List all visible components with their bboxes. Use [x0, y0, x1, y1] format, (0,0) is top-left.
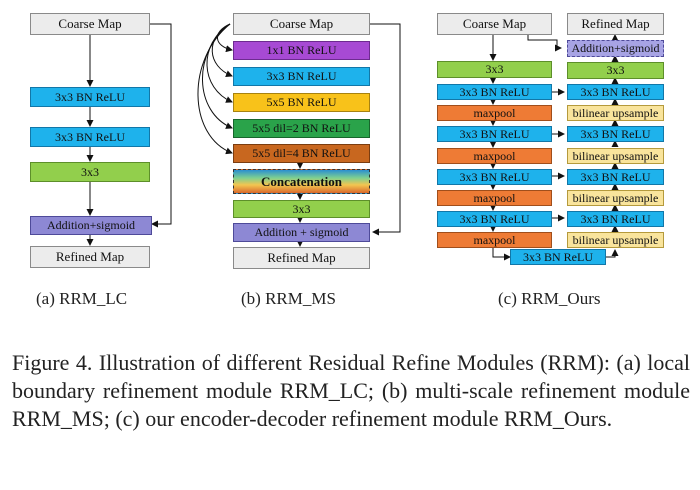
b-branch-dil4: 5x5 dil=4 BN ReLU [233, 144, 370, 163]
c-subcaption: (c) RRM_Ours [498, 289, 601, 308]
b-refined-map: Refined Map [233, 247, 370, 269]
c-dec-layer-2: 3x3 BN ReLU [567, 126, 664, 142]
a-layer-1: 3x3 BN ReLU [30, 87, 150, 107]
b-addition-sigmoid: Addition + sigmoid [233, 223, 370, 242]
c-bottom-layer: 3x3 BN ReLU [510, 249, 606, 265]
b-branch-dil2: 5x5 dil=2 BN ReLU [233, 119, 370, 138]
c-enc-layer-2: 3x3 BN ReLU [437, 126, 552, 142]
a-refined-map: Refined Map [30, 246, 150, 268]
c-enc-conv: 3x3 [437, 61, 552, 78]
b-coarse-map: Coarse Map [233, 13, 370, 35]
c-upsample-1: bilinear upsample [567, 105, 664, 121]
b-branch-1x1: 1x1 BN ReLU [233, 41, 370, 60]
c-coarse-map: Coarse Map [437, 13, 552, 35]
c-addition-sigmoid: Addition+sigmoid [567, 40, 664, 57]
c-upsample-2: bilinear upsample [567, 148, 664, 164]
arrow-b-skip [370, 23, 401, 236]
figure-caption: Figure 4. Illustration of different Resi… [12, 350, 690, 431]
b-branch-5x5: 5x5 BN ReLU [233, 93, 370, 112]
c-enc-layer-1: 3x3 BN ReLU [437, 84, 552, 100]
c-upsample-4: bilinear upsample [567, 232, 664, 248]
b-conv: 3x3 [233, 200, 370, 218]
arrow-b-5 [197, 23, 233, 155]
diagram-connectors [86, 23, 619, 261]
c-maxpool-4: maxpool [437, 232, 552, 248]
arrow-c-bottom-out [606, 249, 619, 258]
a-conv: 3x3 [30, 162, 150, 182]
a-subcaption: (a) RRM_LC [36, 289, 128, 308]
c-dec-conv: 3x3 [567, 62, 664, 79]
c-enc-layer-4: 3x3 BN ReLU [437, 211, 552, 227]
arrow-c-bottom-in [492, 247, 511, 261]
c-refined-map: Refined Map [567, 13, 664, 35]
c-dec-layer-1: 3x3 BN ReLU [567, 84, 664, 100]
a-layer-2: 3x3 BN ReLU [30, 127, 150, 147]
c-maxpool-2: maxpool [437, 148, 552, 164]
c-dec-layer-4: 3x3 BN ReLU [567, 211, 664, 227]
c-maxpool-1: maxpool [437, 105, 552, 121]
c-upsample-3: bilinear upsample [567, 190, 664, 206]
a-coarse-map: Coarse Map [30, 13, 150, 35]
b-branch-3x3: 3x3 BN ReLU [233, 67, 370, 86]
b-subcaption: (b) RRM_MS [241, 289, 336, 308]
c-dec-layer-3: 3x3 BN ReLU [567, 169, 664, 185]
c-maxpool-3: maxpool [437, 190, 552, 206]
b-concatenation: Concatenation [233, 169, 370, 194]
arrow-b-3 [206, 23, 233, 103]
arrow-a-skip [150, 23, 172, 228]
c-enc-layer-3: 3x3 BN ReLU [437, 169, 552, 185]
a-addition-sigmoid: Addition+sigmoid [30, 216, 152, 235]
